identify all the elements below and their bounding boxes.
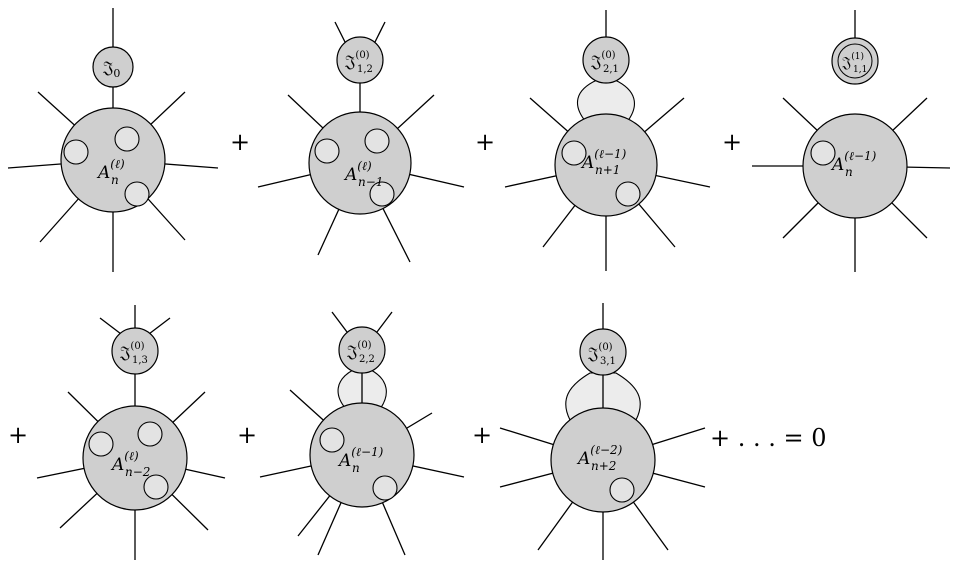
amplitude-label: A(ℓ−1)n (830, 149, 877, 179)
plus-sign: + (475, 128, 495, 156)
loop-bubble (561, 140, 587, 166)
loop-bubble (609, 477, 635, 503)
loop-bubble (810, 140, 836, 166)
equation-ending: + . . . = 0 (710, 424, 827, 452)
diagram-3: A(ℓ−1)n+1 𝔍(0)2,1 (504, 10, 711, 271)
current-blob (336, 36, 384, 84)
current-blob (111, 327, 159, 375)
diagram-2: A(ℓ)n−1 𝔍(0)1,2 (257, 21, 465, 263)
diagram-1: A(ℓ)n 𝔍0 (7, 8, 219, 272)
loop-bubble (124, 181, 150, 207)
current-blob (579, 328, 627, 376)
amplitude-label: A(ℓ)n−1 (343, 159, 383, 189)
current-label: 𝔍(0)1,2 (344, 50, 373, 75)
current-label: 𝔍(0)1,3 (119, 341, 148, 366)
loop-bubble (319, 427, 345, 453)
plus-sign: + (472, 421, 492, 449)
amplitude-label: A(ℓ−1)n+1 (580, 147, 627, 177)
diagram-6: A(ℓ−1)n 𝔍(0)2,2 (259, 311, 465, 556)
loop-bubble (369, 181, 395, 207)
loop-bubble (364, 128, 390, 154)
diagram-4: A(ℓ−1)n 𝔍(1)1,1 (752, 10, 951, 272)
current-inner-ring (837, 43, 873, 79)
plus-sign: + (230, 128, 250, 156)
amplitude-label: A(ℓ−2)n+2 (576, 443, 623, 473)
current-label: 𝔍(1)1,1 (841, 51, 867, 75)
current-blob (582, 36, 630, 84)
amplitude-label: A(ℓ−1)n (337, 445, 384, 475)
amplitude-label: A(ℓ)n (96, 157, 125, 187)
plus-sign: + (8, 421, 28, 449)
current-blob (92, 46, 134, 88)
amplitude-label: A(ℓ)n−2 (110, 449, 150, 479)
loop-bubble (63, 139, 89, 165)
diagram-5: A(ℓ)n−2 𝔍(0)1,3 (36, 305, 226, 560)
loop-bubble (143, 474, 169, 500)
loop-bubble (88, 431, 114, 457)
diagram-7: A(ℓ−2)n+2 𝔍(0)3,1 (499, 303, 706, 560)
current-blob (338, 326, 386, 374)
current-label: 𝔍0 (102, 58, 120, 80)
loop-bubble (114, 126, 140, 152)
amplitude-blob (802, 113, 908, 219)
plus-sign: + (237, 421, 257, 449)
loop-bubble (372, 475, 398, 501)
current-label: 𝔍(0)3,1 (587, 342, 616, 367)
loop-bubble (615, 181, 641, 207)
current-label: 𝔍(0)2,1 (590, 50, 619, 75)
loop-bubble (314, 138, 340, 164)
plus-sign: + (722, 128, 742, 156)
loop-bubble (137, 421, 163, 447)
current-label: 𝔍(0)2,2 (346, 340, 375, 365)
